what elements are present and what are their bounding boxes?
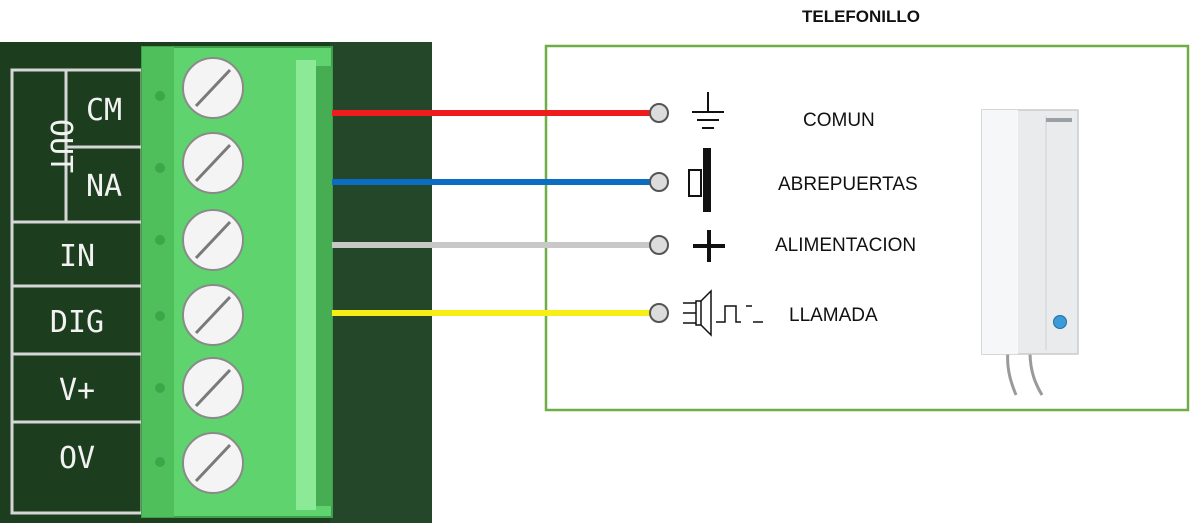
connection-point-comun[interactable] — [649, 103, 669, 123]
handset-image — [981, 109, 1079, 396]
silk-label-out: OUT — [43, 119, 78, 173]
screw-1[interactable] — [182, 57, 244, 119]
silk-label-vplus: V+ — [59, 373, 95, 408]
label-comun: COMUN — [803, 110, 875, 131]
screw-2[interactable] — [182, 132, 244, 194]
label-llamada: LLAMADA — [789, 305, 878, 326]
handset-frame — [544, 44, 1190, 412]
plus-icon — [693, 230, 725, 262]
label-alimentacion: ALIMENTACION — [775, 235, 916, 256]
silk-label-ov: OV — [59, 441, 95, 476]
silk-label-na: NA — [86, 169, 122, 204]
connection-point-llamada[interactable] — [649, 303, 669, 323]
ground-icon — [692, 92, 724, 129]
door-release-icon — [688, 148, 711, 212]
handset-title: TELEFONILLO — [802, 7, 920, 26]
silk-label-in: IN — [59, 239, 95, 274]
silk-label-cm: CM — [86, 93, 122, 128]
connection-point-abrepuertas[interactable] — [649, 172, 669, 192]
terminal-block — [141, 46, 333, 518]
screw-3[interactable] — [182, 209, 244, 271]
buzzer-pulse-icon — [683, 289, 763, 337]
connection-point-alimentacion[interactable] — [649, 235, 669, 255]
screw-6[interactable] — [182, 432, 244, 494]
label-abrepuertas: ABREPUERTAS — [778, 174, 918, 195]
screw-5[interactable] — [182, 357, 244, 419]
screw-4[interactable] — [182, 284, 244, 346]
silk-label-dig: DIG — [50, 305, 104, 340]
